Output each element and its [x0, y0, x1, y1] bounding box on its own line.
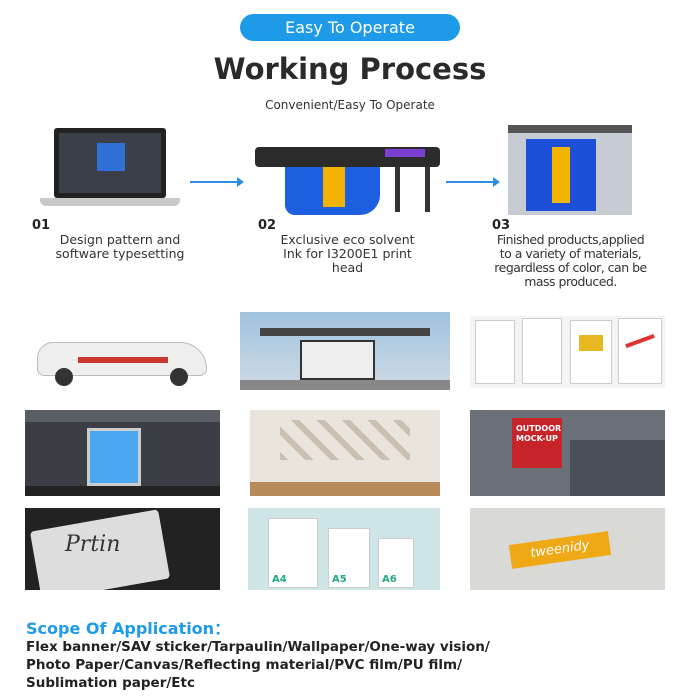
print-sample-text: Prtin	[65, 532, 121, 557]
banner-stands-image	[470, 316, 665, 388]
step-text: regardless of color, can be	[494, 260, 647, 275]
step-text: Design pattern and	[59, 232, 181, 247]
step-3: 03 Finished products,applied to a variet…	[468, 218, 673, 289]
arrow-icon	[446, 177, 500, 187]
hanging-sign-image: tweenidy	[470, 508, 665, 590]
scope-line: Sublimation paper/Etc	[26, 675, 195, 691]
step-text: Finished products,applied	[496, 232, 645, 247]
wallpaper-image	[250, 410, 440, 496]
step-text: software typesetting	[55, 246, 185, 261]
laptop-image	[40, 128, 180, 210]
scope-line: Flex banner/SAV sticker/Tarpaulin/Wallpa…	[26, 639, 490, 655]
step-number: 01	[32, 218, 51, 233]
billboard-text: MOCK-UP	[516, 434, 558, 443]
page-subtitle: Convenient/Easy To Operate	[265, 98, 435, 112]
size-label: A6	[382, 574, 397, 585]
sign-text: tweenidy	[508, 531, 612, 569]
printer-image	[255, 125, 440, 217]
step-text: mass produced.	[524, 274, 617, 289]
step-number: 02	[258, 218, 277, 233]
outdoor-billboard-image: OUTDOOR MOCK-UP	[470, 410, 665, 496]
billboard-text: OUTDOOR	[516, 424, 562, 433]
bus-shelter-image	[240, 312, 450, 390]
bus-stop-image	[508, 125, 632, 215]
page-title: Working Process	[213, 52, 487, 86]
step-2: 02 Exclusive eco solvent Ink for I3200E1…	[255, 218, 440, 275]
scope-title: Scope Of Application：	[26, 619, 231, 638]
lightbox-image	[25, 410, 220, 496]
easy-to-operate-badge: Easy To Operate	[240, 14, 460, 41]
step-text: to a variety of materials,	[499, 246, 642, 261]
step-text: Ink for I3200E1 print	[283, 246, 412, 261]
photo-paper-image: A4 A5 A6	[248, 508, 440, 590]
heat-transfer-image: Prtin	[25, 508, 220, 590]
step-text: Exclusive eco solvent	[280, 232, 415, 247]
car-wrap-image	[25, 312, 220, 390]
scope-line: Photo Paper/Canvas/Reflecting material/P…	[26, 657, 463, 673]
arrow-icon	[190, 177, 244, 187]
size-label: A4	[272, 574, 287, 585]
size-label: A5	[332, 574, 347, 585]
step-number: 03	[492, 218, 511, 233]
step-1: 01 Design pattern and software typesetti…	[25, 218, 215, 261]
step-text: head	[331, 260, 364, 275]
